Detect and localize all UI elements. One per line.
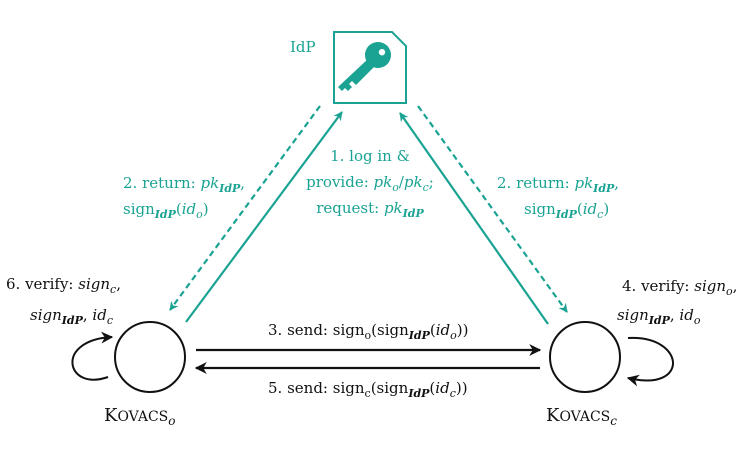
idp-label: IdP	[290, 38, 316, 56]
kovacs-c-label: KOVACSc	[546, 405, 617, 428]
step2-left-line2: signIdP(ido)	[123, 200, 209, 221]
key-icon	[338, 42, 391, 91]
step2-left-line1: 2. return: pkIdP,	[123, 174, 245, 195]
arrow-step2-left	[169, 105, 321, 311]
kovacs-o-node	[114, 321, 186, 393]
idp-node	[333, 31, 407, 104]
step1-line1: 1. log in &	[330, 147, 410, 165]
self-loop-kovacs-c	[626, 336, 674, 387]
step6-line1: 6. verify: signc,	[6, 275, 121, 296]
step5-label: 5. send: signc(signIdP(idc))	[268, 379, 468, 400]
step6-line2: signIdP, idc	[30, 306, 113, 327]
step2-right-line2: signIdP(idc)	[524, 200, 609, 221]
arrow-step1-left	[185, 111, 343, 323]
arrow-step2-right	[417, 105, 568, 313]
self-loop-kovacs-o	[71, 331, 114, 381]
step4-line2: signIdP, ido	[617, 306, 701, 327]
step2-right-line1: 2. return: pkIdP,	[497, 174, 619, 195]
kovacs-c-node	[549, 321, 621, 393]
step1-line2: provide: pko/pkc;	[306, 173, 434, 194]
step4-line1: 4. verify: signo,	[622, 277, 736, 298]
step1-line3: request: pkIdP	[316, 199, 424, 220]
arrow-step1-right	[399, 112, 549, 325]
step3-label: 3. send: signo(signIdP(ido))	[268, 321, 468, 342]
kovacs-o-label: KOVACSo	[104, 405, 176, 428]
